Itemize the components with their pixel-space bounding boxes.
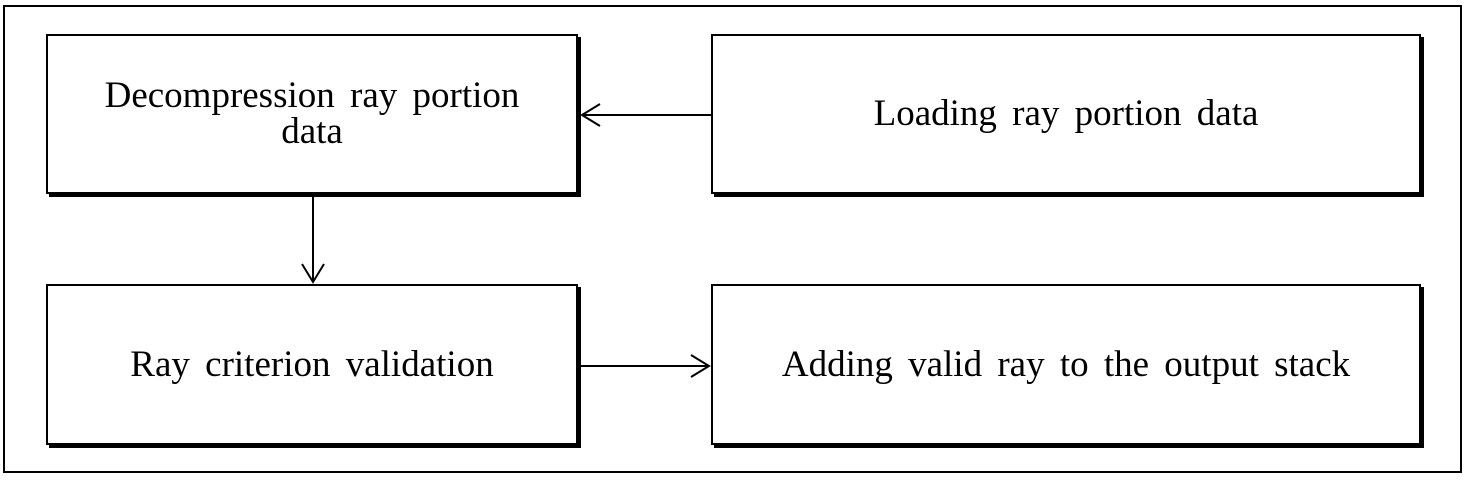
adding-valid-ray-label: Adding valid ray to the output stack	[781, 343, 1351, 385]
ray-criterion-validation-box: Ray criterion validation	[46, 284, 578, 445]
decompression-ray-portion-data-label: Decompression ray portion data	[104, 75, 520, 152]
loading-ray-portion-data-box: Loading ray portion data	[711, 34, 1421, 194]
adding-valid-ray-box: Adding valid ray to the output stack	[711, 284, 1421, 445]
loading-ray-portion-data-label: Loading ray portion data	[873, 93, 1259, 134]
ray-criterion-validation-label: Ray criterion validation	[130, 343, 494, 385]
decompression-ray-portion-data-box: Decompression ray portion data	[46, 34, 578, 194]
diagram-frame	[3, 5, 1462, 473]
